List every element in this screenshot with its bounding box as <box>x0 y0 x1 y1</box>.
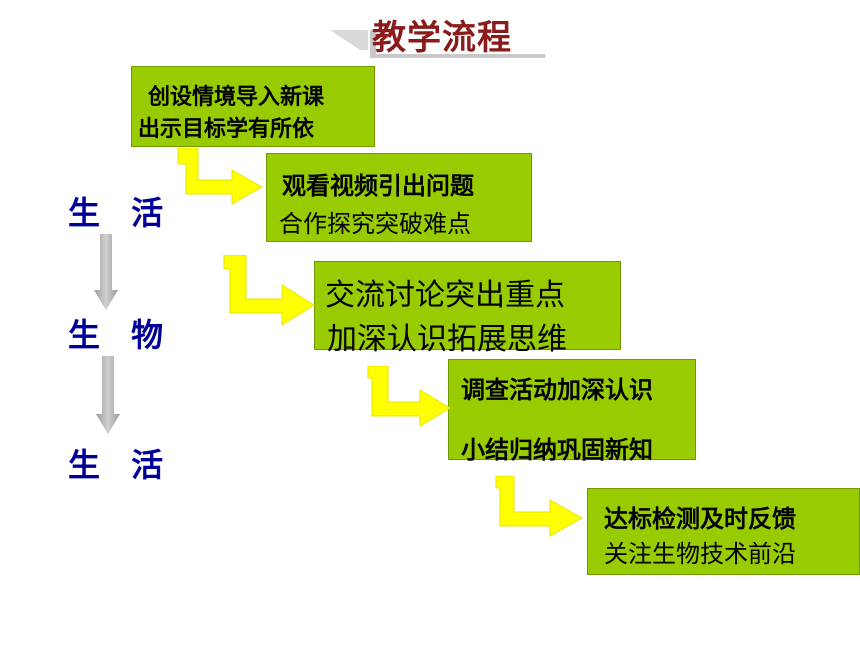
l-shaped-right-arrow-icon <box>223 255 315 326</box>
step-box-1: 创设情境导入新课 出示目标学有所依 <box>131 66 375 147</box>
down-arrow-icon <box>94 234 118 310</box>
step-box-3: 交流讨论突出重点 加深认识拓展思维 <box>314 261 621 357</box>
step-2-line-2: 合作探究突破难点 <box>279 210 471 238</box>
side-label-life-2: 生 活 <box>68 446 174 484</box>
page-title: 教学流程 <box>372 18 512 58</box>
title-banner-shape <box>330 30 545 58</box>
l-shaped-right-arrow-icon <box>495 476 584 537</box>
l-shaped-right-arrow-icon <box>367 366 451 427</box>
step-1-line-2: 出示目标学有所依 <box>138 117 315 142</box>
step-4-line-2: 小结归纳巩固新知 <box>461 436 653 464</box>
down-arrow-icon <box>96 356 120 434</box>
l-shaped-right-arrow-icon <box>177 148 264 205</box>
step-box-2: 观看视频引出问题 合作探究突破难点 <box>266 153 532 242</box>
step-2-line-1: 观看视频引出问题 <box>282 172 474 200</box>
step-4-line-1: 调查活动加深认识 <box>461 376 653 404</box>
step-3-line-2: 加深认识拓展思维 <box>327 322 567 357</box>
step-5-line-1: 达标检测及时反馈 <box>604 505 796 533</box>
step-3-line-1: 交流讨论突出重点 <box>325 278 565 313</box>
step-5-line-2: 关注生物技术前沿 <box>604 540 796 568</box>
step-box-4: 调查活动加深认识 小结归纳巩固新知 <box>448 359 696 464</box>
title-banner: 教学流程 <box>330 6 545 58</box>
side-label-life-1: 生 活 <box>68 194 174 232</box>
step-1-line-1: 创设情境导入新课 <box>148 85 325 110</box>
step-box-5: 达标检测及时反馈 关注生物技术前沿 <box>587 488 860 575</box>
side-label-biology: 生 物 <box>68 316 174 354</box>
